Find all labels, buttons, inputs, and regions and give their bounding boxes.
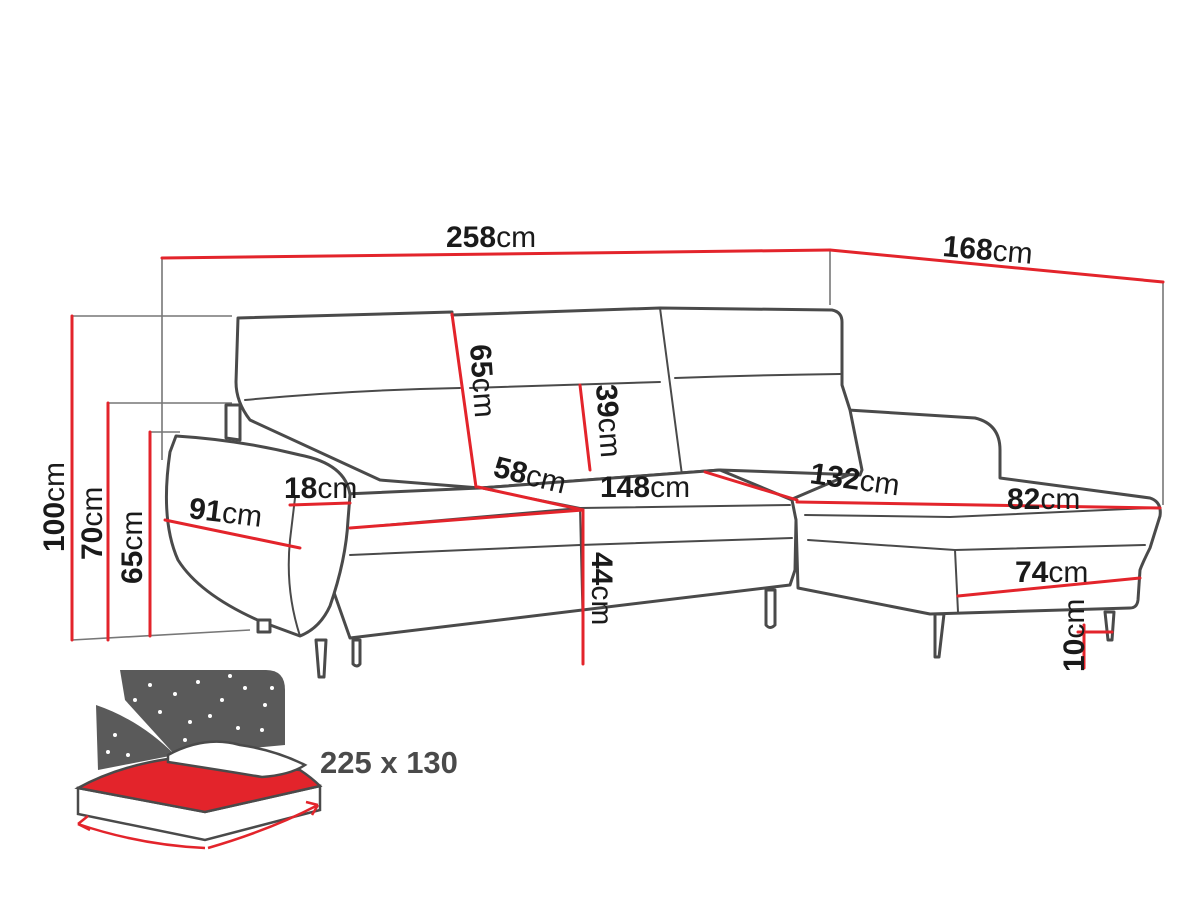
dimension-labels: 258cm 168cm 100cm 70cm 65cm 65cm 39cm 58… — [38, 221, 1091, 780]
armrest-width-line — [288, 501, 352, 507]
chaise-seat-label: 74cm — [1015, 556, 1088, 589]
seat-width-label: 148cm — [600, 471, 690, 504]
left-armrest — [164, 403, 352, 638]
leg-height-label: 10cm — [1058, 599, 1091, 672]
side-height-label: 65cm — [116, 511, 149, 584]
total-height-label: 100cm — [38, 462, 71, 552]
chaise-length-line — [703, 470, 799, 502]
backrest — [234, 306, 864, 490]
chaise-width-label: 82cm — [1007, 483, 1080, 516]
width-line — [160, 248, 832, 260]
extension-lines — [71, 250, 1164, 641]
dimension-lines — [70, 248, 1165, 670]
legs — [256, 588, 777, 679]
chaise-length-label: 132cm — [808, 457, 902, 502]
backrest-height-label: 65cm — [463, 343, 501, 418]
seat-height-label: 44cm — [585, 552, 618, 625]
armrest-depth-line — [163, 518, 302, 550]
armrest-width-label: 18cm — [284, 472, 357, 505]
sleeping-area-icon — [74, 670, 323, 850]
cushion-height-line — [578, 383, 592, 472]
armrest-depth-label: 91cm — [187, 492, 264, 534]
backrest-height-line — [450, 312, 478, 489]
chaise-section — [788, 408, 1162, 659]
seat-width-line — [348, 508, 585, 530]
cushion-height-label: 39cm — [589, 383, 627, 458]
armrest-height-label: 70cm — [76, 487, 109, 560]
seat-depth-label: 58cm — [490, 451, 569, 501]
chaise-seat-line — [956, 576, 1142, 598]
depth-line — [828, 248, 1165, 284]
bed-size-label: 225 x 130 — [320, 745, 458, 780]
seat-depth-line — [476, 485, 585, 512]
corner-depth-label: 168cm — [941, 230, 1034, 271]
chaise-width-line — [795, 500, 1162, 510]
total-width-label: 258cm — [446, 221, 536, 254]
